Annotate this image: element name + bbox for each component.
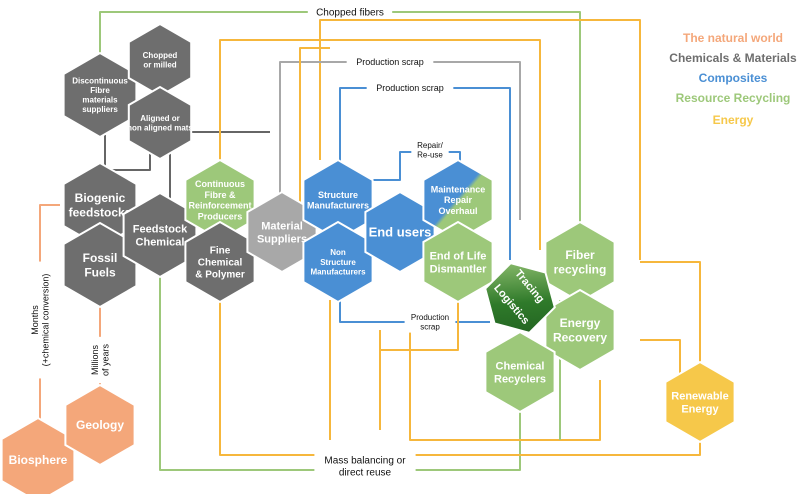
millions-years-label: Millionsof years	[90, 343, 111, 376]
chopped-fibers-label-group: Chopped fibers	[307, 5, 393, 19]
millions-years-label-group: Millionsof years	[88, 336, 112, 384]
geology-hexagon	[64, 383, 136, 467]
tracing-logistics-hexagon	[484, 262, 556, 334]
chopped-to-aligned-line	[104, 135, 151, 171]
production-scrap-blue-label: Production scrap	[376, 83, 444, 93]
repair-reuse-line	[370, 151, 461, 181]
chemical-recyclers-hexagon	[484, 330, 556, 414]
mass-balancing-yellow-line	[219, 290, 701, 456]
production-scrap-blue-label-group: Production scrap	[366, 81, 454, 95]
biosphere-node: Biosphere	[0, 416, 76, 494]
legend-chemicals: Chemicals & Materials	[669, 51, 797, 65]
chem-recyclers-line	[409, 330, 601, 441]
end-users-label: End users	[369, 225, 432, 240]
chopped-fibers-yellow-line	[319, 19, 641, 260]
scrap-to-material-line	[299, 47, 330, 220]
aligned-mats-hexagon	[127, 85, 193, 161]
legend-recycling: Resource Recycling	[676, 91, 791, 105]
end-of-life-hexagon	[422, 220, 494, 304]
chopped-fibers-label: Chopped fibers	[316, 8, 384, 19]
biosphere-label: Biosphere	[9, 453, 68, 467]
production-scrap-grey-label: Production scrap	[356, 57, 424, 67]
continuous-up-line	[219, 39, 541, 250]
legend-natural: The natural world	[683, 31, 783, 45]
repair-reuse-label: Repair/Re-use	[417, 141, 444, 160]
geology-node: Geology	[64, 383, 136, 467]
geology-label: Geology	[76, 418, 124, 432]
legend-energy: Energy	[713, 113, 754, 127]
production-scrap-grey-label-group: Production scrap	[346, 55, 434, 69]
months-label: Months(+chemical conversion)	[30, 274, 51, 367]
renewable-to-fiber-line	[640, 261, 701, 380]
legend-composites: Composites	[699, 71, 768, 85]
repair-reuse-label-group: Repair/Re-use	[411, 139, 449, 161]
months-label-group: Months(+chemical conversion)	[28, 261, 52, 379]
renewable-energy-hexagon	[664, 360, 736, 444]
